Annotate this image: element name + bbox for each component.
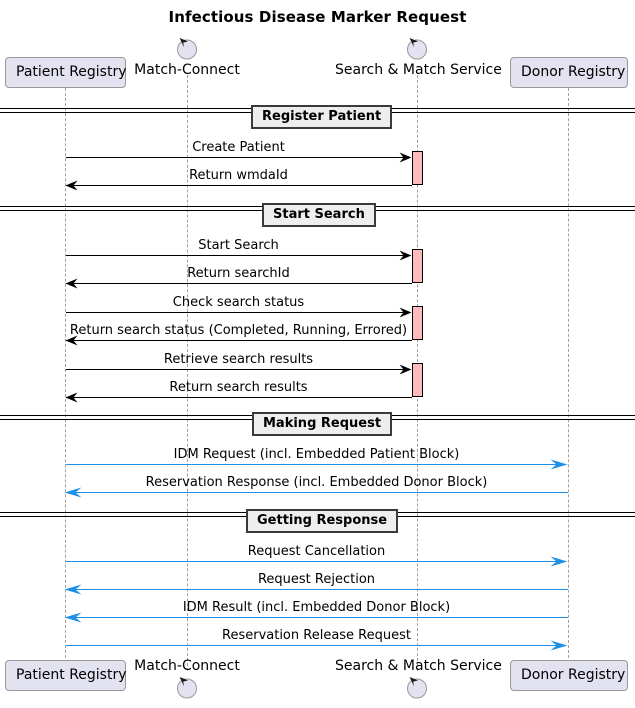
arrowhead-left-icon: [64, 584, 82, 595]
message-label: Return searchId: [187, 266, 290, 281]
message-label: IDM Result (incl. Embedded Donor Block): [182, 600, 451, 615]
activation-bar: [412, 306, 423, 340]
message-arrow: [66, 645, 560, 646]
section-label: Getting Response: [257, 513, 388, 528]
participant-label: Search & Match Service: [335, 62, 502, 78]
arrowhead-right-icon: [550, 640, 568, 651]
message-arrow: [66, 369, 410, 370]
arrowhead-right-icon: [550, 459, 568, 470]
lifeline-match-connect: [187, 75, 188, 671]
activation-bar: [412, 363, 423, 397]
message-arrow: [66, 617, 568, 618]
message-arrow: [66, 340, 412, 341]
arrowhead-left-icon: [64, 487, 82, 498]
lifeline-donor-registry: [568, 88, 569, 658]
arrowhead-left-icon: [65, 392, 78, 403]
arrowhead-right-icon: [399, 152, 412, 163]
participant-label: Match-Connect: [134, 62, 240, 78]
lifeline-patient-registry: [65, 88, 66, 658]
section-header-start-search: Start Search: [262, 203, 376, 227]
arrowhead-left-icon: [65, 278, 78, 289]
control-circle-arrow-icon: [405, 675, 429, 699]
message-label: Return wmdaId: [189, 168, 288, 183]
participant-label: Search & Match Service: [335, 658, 502, 674]
message-label: Reservation Response (incl. Embedded Don…: [145, 475, 488, 490]
page-title: Infectious Disease Marker Request: [168, 8, 467, 26]
message-label: Retrieve search results: [163, 352, 314, 367]
message-label: Start Search: [198, 238, 279, 253]
control-circle-arrow-icon: [175, 36, 199, 60]
message-arrow: [66, 464, 560, 465]
message-arrow: [66, 589, 568, 590]
arrowhead-right-icon: [399, 307, 412, 318]
arrowhead-left-icon: [65, 180, 78, 191]
participant-label: Patient Registry: [16, 667, 127, 683]
message-label: Request Rejection: [257, 572, 376, 587]
participant-label: Donor Registry: [521, 64, 626, 80]
message-arrow: [66, 283, 412, 284]
message-label: Request Cancellation: [247, 544, 386, 559]
activation-bar: [412, 151, 423, 185]
message-arrow: [66, 561, 560, 562]
section-header-making-request: Making Request: [252, 412, 393, 436]
participant-patient-registry-footer[interactable]: Patient Registry: [5, 660, 127, 691]
message-label: Return search status (Completed, Running…: [69, 323, 408, 338]
section-label: Making Request: [263, 416, 382, 431]
arrowhead-left-icon: [64, 612, 82, 623]
message-arrow: [66, 255, 410, 256]
participant-label: Patient Registry: [16, 64, 127, 80]
message-arrow: [66, 312, 410, 313]
control-circle-arrow-icon: [175, 675, 199, 699]
message-label: IDM Request (incl. Embedded Patient Bloc…: [173, 447, 460, 462]
participant-patient-registry-header[interactable]: Patient Registry: [5, 57, 127, 88]
arrowhead-right-icon: [399, 364, 412, 375]
message-label: Check search status: [172, 295, 305, 310]
section-label: Register Patient: [262, 109, 382, 124]
activation-bar: [412, 249, 423, 283]
message-label: Create Patient: [192, 140, 285, 155]
message-label: Return search results: [169, 380, 308, 395]
arrowhead-left-icon: [65, 335, 78, 346]
arrowhead-right-icon: [550, 556, 568, 567]
control-circle-arrow-icon: [405, 36, 429, 60]
arrowhead-right-icon: [399, 250, 412, 261]
participant-donor-registry-header[interactable]: Donor Registry: [510, 57, 628, 88]
message-arrow: [66, 185, 412, 186]
message-arrow: [66, 397, 412, 398]
message-arrow: [66, 157, 410, 158]
participant-label: Donor Registry: [521, 667, 626, 683]
message-label: Reservation Release Request: [222, 628, 411, 643]
message-arrow: [66, 492, 568, 493]
section-header-getting-response: Getting Response: [246, 509, 399, 533]
section-label: Start Search: [273, 207, 365, 222]
participant-label: Match-Connect: [134, 658, 240, 674]
section-header-register-patient: Register Patient: [251, 105, 393, 129]
participant-donor-registry-footer[interactable]: Donor Registry: [510, 660, 628, 691]
